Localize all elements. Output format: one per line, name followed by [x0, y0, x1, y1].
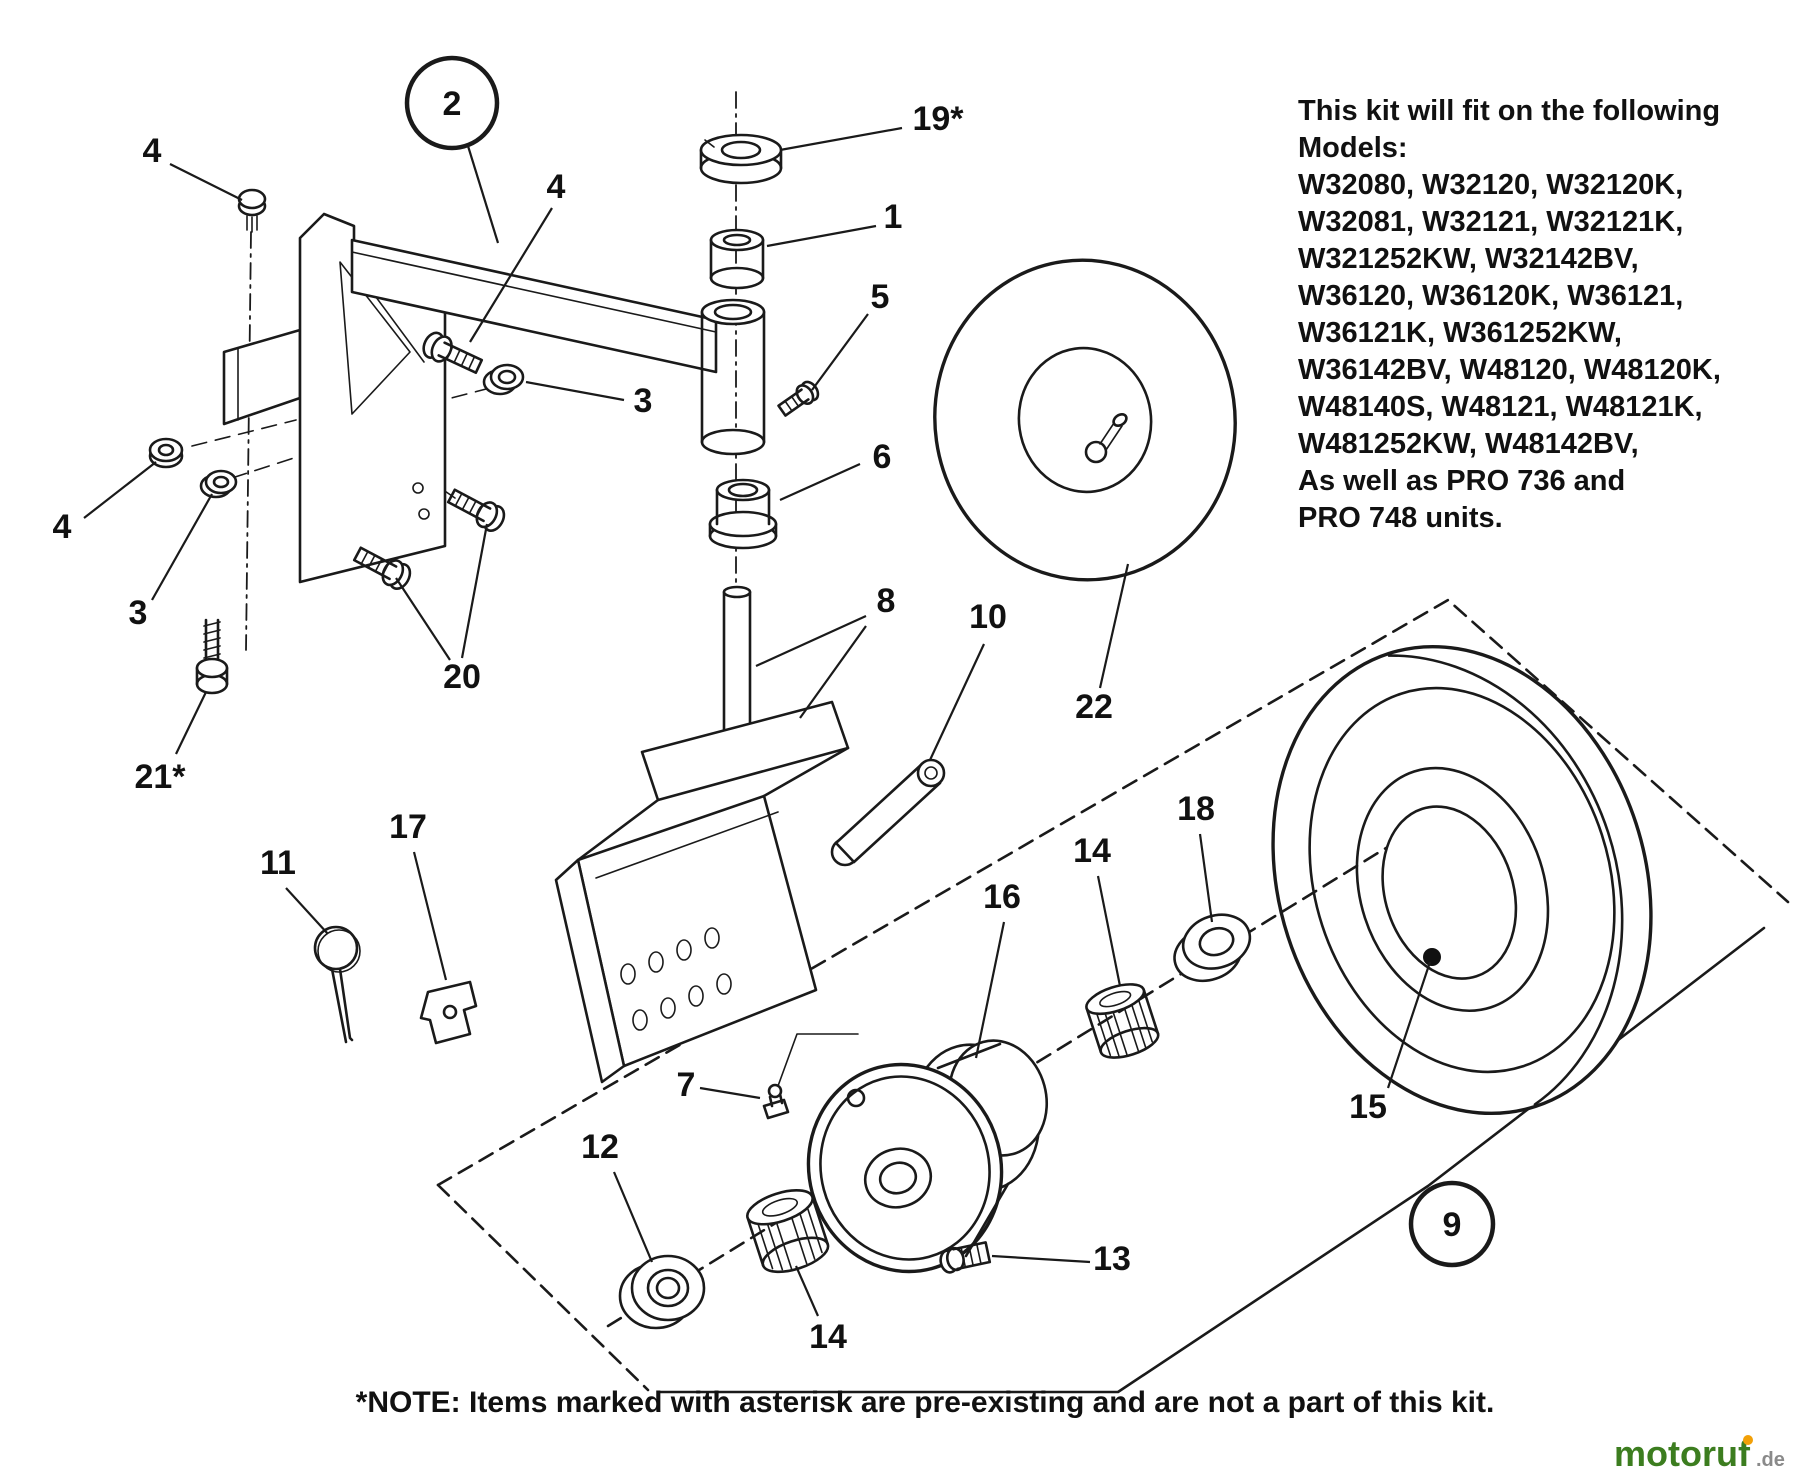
grease-fitting [762, 1033, 859, 1120]
callout-7-label: 7 [677, 1066, 696, 1104]
inner-tube [933, 258, 1237, 582]
ring-pin [313, 925, 361, 1044]
models-note-line: W481252KW, W48142BV, [1298, 428, 1639, 460]
models-note-line: W48140S, W48121, W48121K, [1298, 391, 1703, 423]
callout-1-label: 1 [884, 198, 903, 236]
mount-bracket [222, 212, 447, 584]
bushing-6 [708, 478, 778, 550]
watermark-tld: .de [1756, 1449, 1785, 1471]
callout-14-right-label: 14 [1073, 832, 1111, 870]
tube-valve-stem [1084, 412, 1128, 464]
models-note-line: W32081, W32121, W32121K, [1298, 206, 1683, 238]
callout-19-label: 19* [912, 100, 964, 138]
pivot-tube [700, 298, 766, 456]
models-note-line: Models: [1298, 132, 1408, 164]
tire [1271, 644, 1653, 1116]
bracket-arm [350, 238, 718, 374]
models-note: This kit will fit on the following Model… [1298, 95, 1721, 534]
bolt-4-top [237, 188, 267, 233]
callout-20-label: 20 [443, 658, 481, 696]
nut-4 [148, 437, 184, 469]
callout-8-label: 8 [877, 582, 896, 620]
washer-3-left [199, 469, 238, 499]
clevis-pin-10 [830, 758, 946, 867]
callout-3-arm-label: 3 [634, 382, 653, 420]
bolt-20a [446, 488, 506, 532]
callout-18-label: 18 [1177, 790, 1215, 828]
callout-5-label: 5 [871, 278, 890, 316]
callout-12-label: 12 [581, 1128, 619, 1166]
callout-10-label: 10 [969, 598, 1007, 636]
models-note-line: PRO 748 units. [1298, 502, 1503, 534]
washer-18 [1173, 913, 1252, 983]
retainer-clip [419, 980, 478, 1045]
callout-11-label: 11 [260, 844, 296, 882]
balloon-9 [1408, 1180, 1496, 1268]
callout-2-label: 2 [443, 85, 462, 123]
callout-4-top-label: 4 [143, 132, 162, 170]
watermark-dot [1743, 1435, 1753, 1445]
bearing-bottom [746, 1189, 830, 1274]
washer-3-arm [482, 363, 525, 396]
models-note-line: This kit will fit on the following [1298, 95, 1720, 127]
wheel-hub [806, 1039, 1049, 1274]
watermark: motoruf .de [1614, 1433, 1785, 1474]
callout-16-label: 16 [983, 878, 1021, 916]
models-note-line: As well as PRO 736 and [1298, 465, 1625, 497]
watermark-name: motoruf [1614, 1433, 1751, 1474]
bolt-21 [195, 618, 229, 695]
callout-21-label: 21* [134, 758, 186, 796]
callout-4-left-label: 4 [53, 508, 72, 546]
bearing-right [1085, 983, 1160, 1059]
tire-callout-dot [1423, 948, 1441, 966]
bolt-4-arm [422, 331, 484, 375]
leader-lines [83, 126, 1432, 1317]
callout-15-label: 15 [1349, 1088, 1387, 1126]
callout-17-label: 17 [389, 808, 427, 846]
models-note-line: W321252KW, W32142BV, [1298, 243, 1639, 275]
callout-13-label: 13 [1093, 1240, 1131, 1278]
balloon-2 [404, 55, 500, 151]
models-note-line: W32080, W32120, W32120K, [1298, 169, 1683, 201]
models-note-line: W36142BV, W48120, W48120K, [1298, 354, 1721, 386]
spacer-1 [709, 228, 765, 290]
callout-22-label: 22 [1075, 688, 1113, 726]
callout-4-arm-label: 4 [547, 168, 566, 206]
caster-fork [554, 700, 850, 1084]
collar-19 [699, 133, 783, 185]
asterisk-footnote: *NOTE: Items marked with asterisk are pr… [356, 1386, 1495, 1419]
callout-6-label: 6 [873, 438, 892, 476]
models-note-line: W36120, W36120K, W36121, [1298, 280, 1683, 312]
callout-14-bottom-label: 14 [809, 1318, 847, 1356]
washer-12 [618, 1254, 706, 1330]
bolt-13 [939, 1241, 992, 1274]
callout-9-label: 9 [1443, 1206, 1462, 1244]
models-note-line: W36121K, W361252KW, [1298, 317, 1622, 349]
spindle-shaft [722, 585, 752, 748]
callout-3-left-label: 3 [129, 594, 148, 632]
